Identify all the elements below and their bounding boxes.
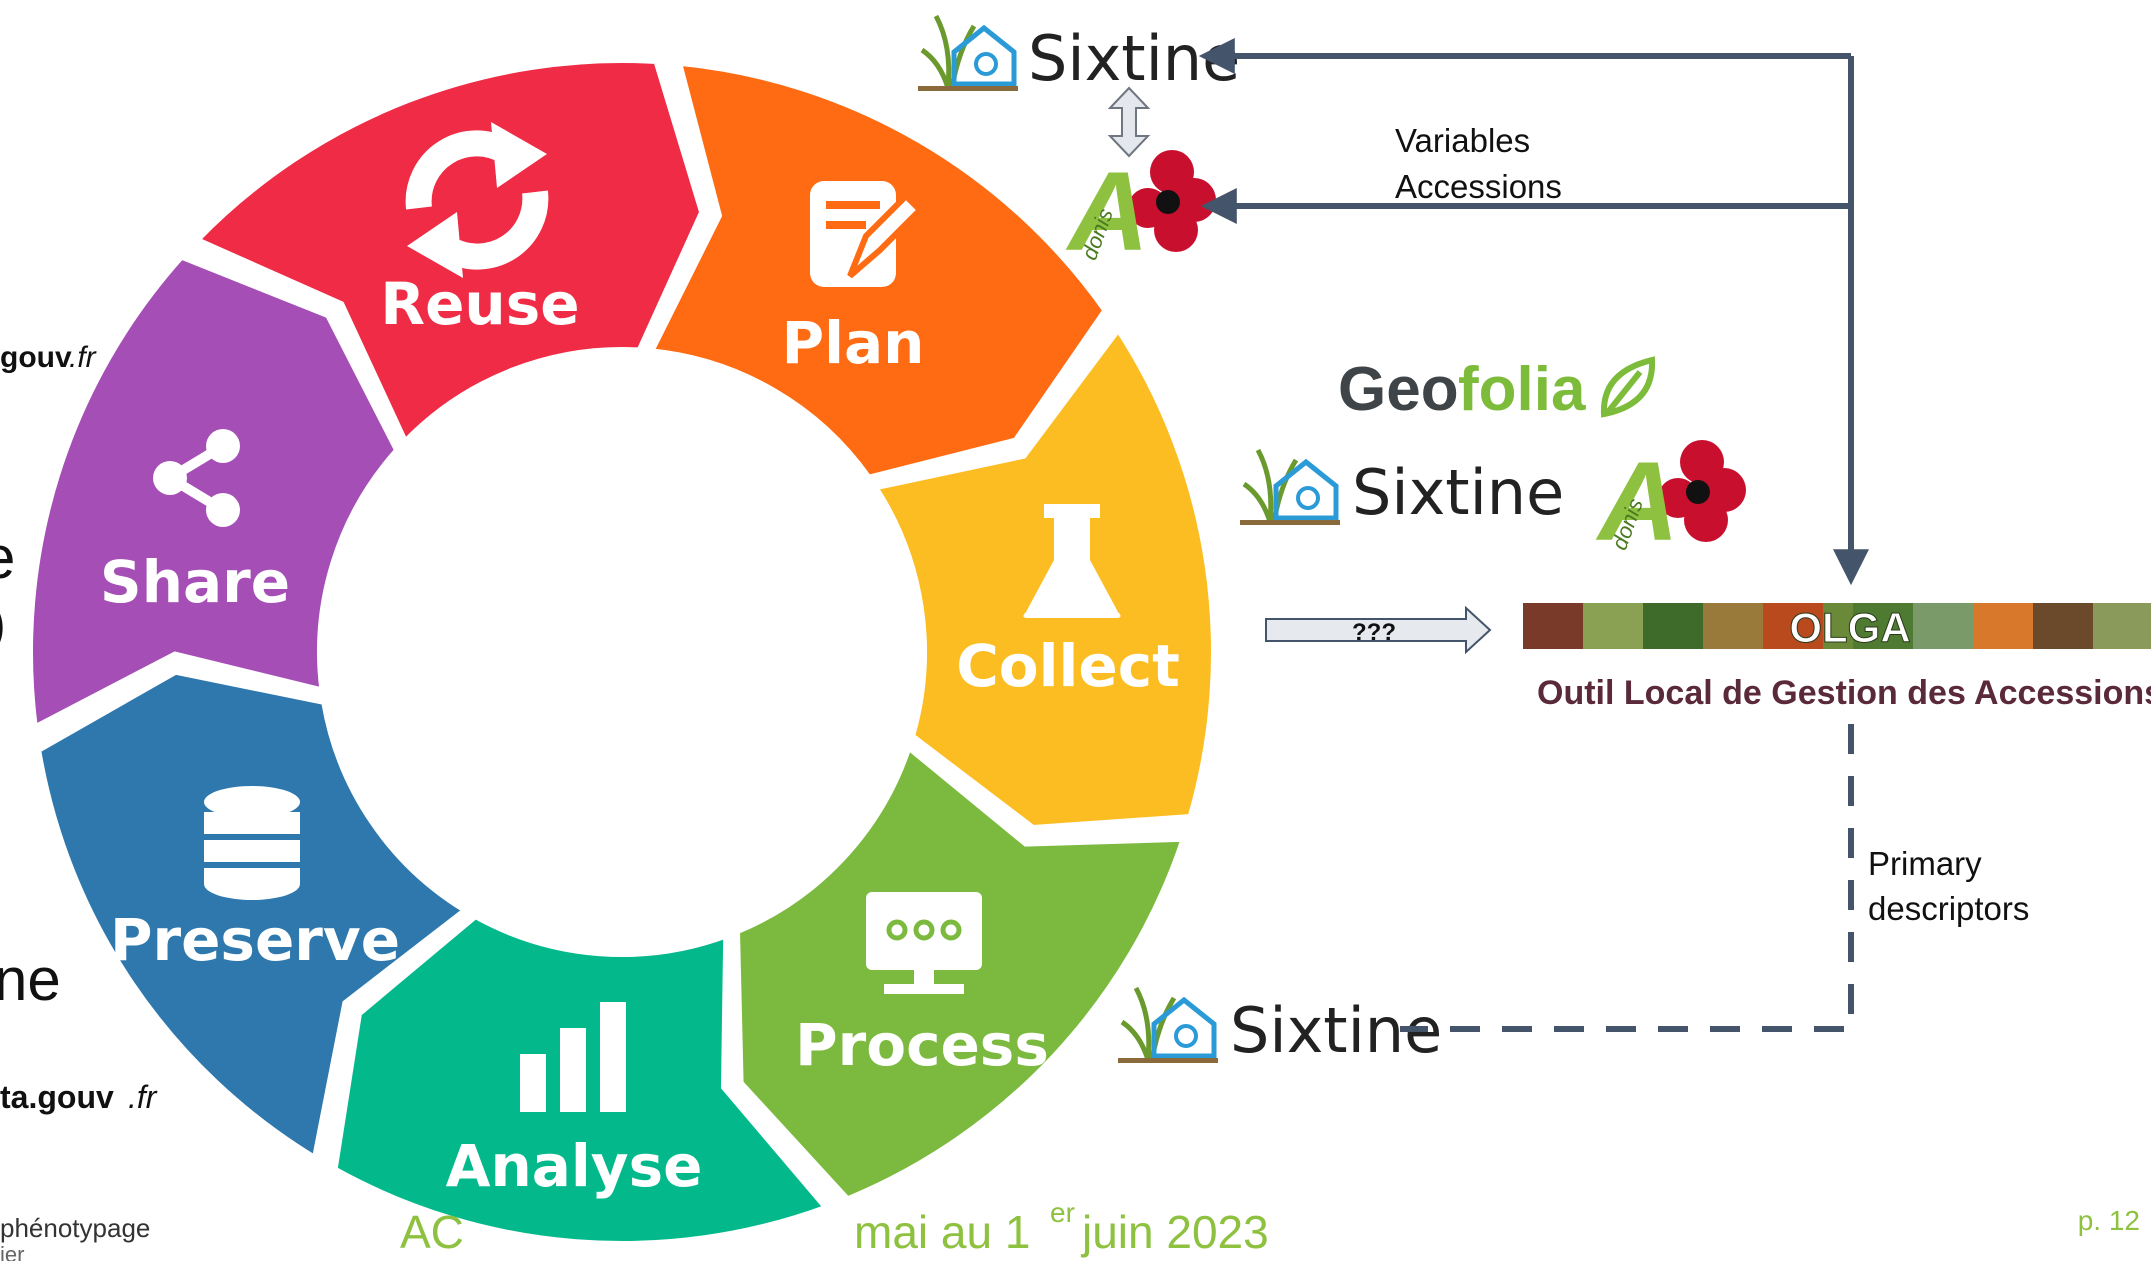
paren-fragment: ) bbox=[0, 594, 6, 654]
gouv-fragment-top: gouv bbox=[0, 341, 72, 374]
data-lifecycle-wheel bbox=[27, 57, 1217, 1247]
flow-connectors bbox=[1198, 38, 1869, 1032]
olga-subtitle: Outil Local de Gestion des Accessions bbox=[1537, 674, 2151, 712]
computer-monitor-icon bbox=[866, 892, 982, 994]
share-segment: Share bbox=[100, 429, 290, 616]
edit-note-icon bbox=[810, 181, 925, 287]
process-segment: Process bbox=[795, 892, 1049, 1079]
fr-fragment-bottom: .fr bbox=[128, 1079, 158, 1115]
adonis-flower-icon bbox=[1658, 440, 1746, 542]
unknown-link-label: ??? bbox=[1352, 619, 1396, 646]
sixtine-plant-icon bbox=[918, 14, 1018, 91]
olga-title: OLGA bbox=[1789, 604, 1910, 651]
share-icon bbox=[153, 429, 240, 527]
footer-left-text: phénotypage bbox=[0, 1213, 150, 1243]
recycle-arrows-icon bbox=[405, 122, 549, 278]
char-e-fragment: e bbox=[0, 524, 15, 591]
primary-label: Primary bbox=[1868, 845, 1982, 882]
sixtine-plant-icon bbox=[1240, 448, 1340, 525]
left-cropped-text: gouv .fr e ) ne ta.gouv .fr bbox=[0, 341, 158, 1115]
geofolia-logo: Geo folia bbox=[1338, 355, 1656, 424]
olga-banner-image bbox=[1523, 603, 2151, 649]
page-number: p. 12 bbox=[2078, 1205, 2140, 1236]
sync-double-arrow bbox=[1107, 86, 1151, 158]
preserve-label: Preserve bbox=[110, 906, 400, 974]
footer: phénotypage ier AC mai au 1 er juin 2023… bbox=[0, 1197, 2140, 1261]
reuse-segment: Reuse bbox=[380, 122, 580, 338]
ne-fragment: ne bbox=[0, 946, 61, 1013]
adonis-letter-middle: A bbox=[1595, 439, 1679, 564]
database-icon bbox=[204, 786, 300, 900]
sixtine-logo-bottom: Sixtine bbox=[1118, 986, 1442, 1067]
share-label: Share bbox=[100, 548, 290, 616]
footer-date-end: juin 2023 bbox=[1080, 1206, 1269, 1258]
plan-label: Plan bbox=[782, 309, 925, 377]
share-wedge bbox=[27, 253, 401, 733]
gouv-fragment-bottom: ta.gouv bbox=[0, 1079, 114, 1115]
geofolia-text-b: folia bbox=[1458, 355, 1586, 424]
adonis-letter-top: A bbox=[1065, 149, 1149, 274]
adonis-logo-middle: A donis bbox=[1595, 439, 1746, 564]
adonis-logo-top: A donis bbox=[1065, 149, 1216, 274]
accessions-label: Accessions bbox=[1395, 168, 1562, 205]
wheel-labels: Reuse Plan Collect bbox=[100, 122, 1180, 1200]
flask-icon bbox=[1023, 504, 1121, 618]
plan-segment: Plan bbox=[782, 181, 925, 377]
process-wedge bbox=[733, 742, 1188, 1203]
geofolia-leaf-icon bbox=[1600, 356, 1656, 418]
footer-date-left: AC bbox=[400, 1206, 464, 1258]
footer-left-cut: ier bbox=[0, 1242, 24, 1261]
olga-logo: OLGA Outil Local de Gestion des Accessio… bbox=[1523, 603, 2151, 712]
collect-label: Collect bbox=[956, 632, 1180, 700]
sixtine-logo-top: Sixtine bbox=[918, 14, 1240, 95]
unknown-link-arrow: ??? bbox=[1265, 605, 1492, 655]
geofolia-text-a: Geo bbox=[1338, 355, 1459, 424]
process-label: Process bbox=[795, 1011, 1049, 1079]
sixtine-logo-middle: Sixtine bbox=[1240, 448, 1564, 529]
bar-chart-icon bbox=[520, 1002, 626, 1112]
analyse-segment: Analyse bbox=[446, 1002, 703, 1200]
collect-segment: Collect bbox=[956, 504, 1180, 700]
sixtine-label-middle: Sixtine bbox=[1352, 456, 1564, 529]
analyse-label: Analyse bbox=[446, 1132, 703, 1200]
variables-label: Variables bbox=[1395, 122, 1530, 159]
preserve-wedge bbox=[34, 668, 471, 1163]
preserve-segment: Preserve bbox=[110, 786, 400, 974]
footer-date-sup: er bbox=[1050, 1197, 1075, 1228]
descriptors-label: descriptors bbox=[1868, 890, 2029, 927]
reuse-label: Reuse bbox=[380, 270, 579, 338]
fr-fragment-top: .fr bbox=[69, 341, 97, 374]
footer-date-right: mai au 1 bbox=[854, 1206, 1030, 1258]
sixtine-plant-icon bbox=[1118, 986, 1218, 1063]
